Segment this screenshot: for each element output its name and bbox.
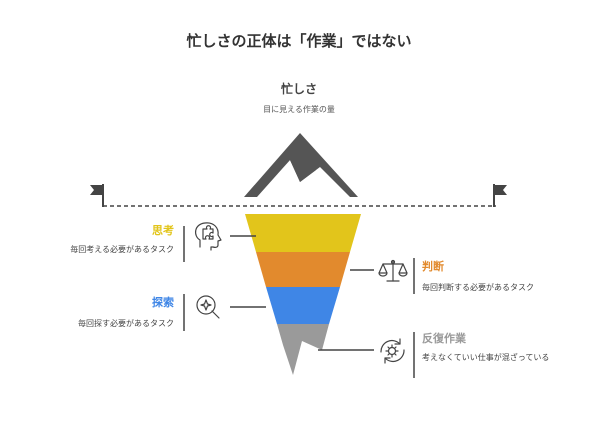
unnecessary-description: 考えなくていい仕事が混ざっている	[422, 353, 550, 362]
layer-judgment-band	[256, 252, 350, 287]
thinking-label: 思考	[152, 224, 174, 237]
flag-left-icon	[90, 184, 104, 207]
thinking-description: 毎回考える必要があるタスク	[70, 245, 174, 254]
search-description: 毎回探す必要があるタスク	[78, 319, 174, 328]
iceberg-tip-snow	[283, 149, 316, 182]
flag-right-icon	[493, 184, 507, 207]
layer-search-band	[266, 287, 340, 324]
balance-scale-icon	[378, 259, 408, 282]
unnecessary-label: 反復作業	[422, 332, 466, 345]
judgment-label: 判断	[422, 260, 444, 273]
tip-label: 忙しさ	[280, 82, 317, 96]
layer-thinking-band	[245, 214, 361, 252]
diagram-title: 忙しさの正体は「作業」ではない	[186, 32, 412, 50]
refresh-gear-icon	[380, 338, 405, 364]
tip-description: 目に見える作業の量	[263, 105, 335, 114]
head-puzzle-icon	[195, 222, 222, 251]
judgment-description: 毎回判断する必要があるタスク	[422, 283, 534, 292]
magnifier-icon	[196, 295, 220, 319]
layer-unnecessary-band	[277, 324, 329, 375]
search-label: 探索	[152, 296, 174, 309]
